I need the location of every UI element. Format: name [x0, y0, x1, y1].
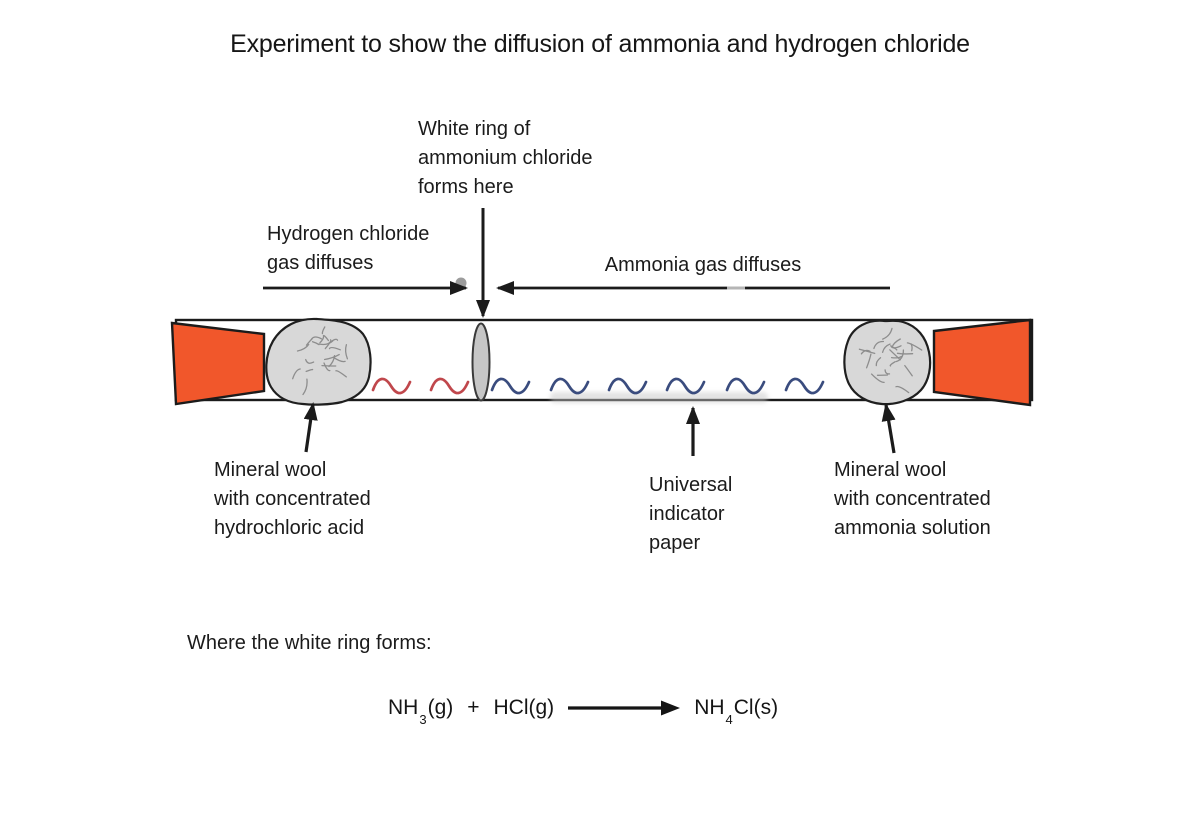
- label-ammonia-diffuses: Ammonia gas diffuses: [604, 254, 802, 276]
- equation-product: NH4Cl(s): [694, 696, 779, 728]
- white-ring: [471, 322, 491, 402]
- label-hcl-diffuses: Hydrogen chloride gas diffuses: [267, 223, 430, 274]
- equation-product-subscript: 4: [725, 712, 733, 728]
- equation-row: NH3(g) + HCl(g) NH4Cl(s): [388, 696, 779, 728]
- gas-waves: [371, 377, 825, 395]
- left-mineral-wool-texture: [292, 326, 349, 396]
- watermark-smudge: [550, 392, 768, 403]
- label-mineral-wool-hcl: Mineral wool with concentrated hydrochlo…: [214, 459, 371, 539]
- right-stopper-bung: [932, 318, 1032, 407]
- equation-arrow: [568, 700, 681, 716]
- label-mineral-wool-ammonia: Mineral wool with concentrated ammonia s…: [834, 459, 991, 539]
- left-mineral-wool: [265, 317, 372, 406]
- right-mineral-wool: [843, 319, 932, 406]
- label-universal-indicator: Universal indicator paper: [649, 474, 733, 554]
- wool-left-pointer-arrow: [303, 402, 318, 453]
- equation-reactant1: NH3(g): [388, 696, 454, 728]
- left-stopper-bung: [170, 321, 266, 406]
- equation-plus-sign: +: [467, 696, 480, 719]
- wool-right-pointer-arrow: [881, 403, 896, 454]
- equation-reactant2: HCl(g): [493, 696, 555, 719]
- label-white-ring: White ring of ammonium chloride forms he…: [418, 118, 593, 198]
- label-where-ring-forms: Where the white ring forms:: [187, 632, 432, 654]
- right-mineral-wool-texture: [858, 327, 923, 394]
- equation-reactant1-subscript: 3: [419, 712, 427, 728]
- page-title: Experiment to show the diffusion of ammo…: [230, 30, 970, 58]
